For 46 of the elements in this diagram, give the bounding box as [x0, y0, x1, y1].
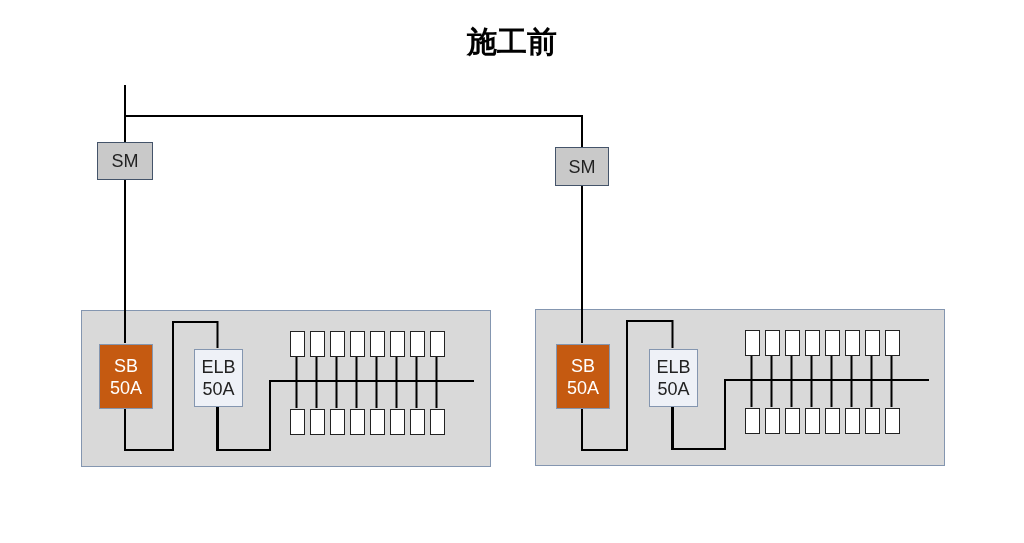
- meter-box: SM: [97, 142, 153, 180]
- circuit-breaker-box: [410, 409, 425, 435]
- circuit-breaker-box: [745, 408, 760, 434]
- breaker-box: SB 50A: [556, 344, 610, 409]
- circuit-breaker-box: [865, 408, 880, 434]
- circuit-breaker-box: [330, 331, 345, 357]
- circuit-breaker-box: [825, 330, 840, 356]
- circuit-breaker-box: [805, 330, 820, 356]
- distribution-panel: [535, 309, 945, 466]
- circuit-breaker-box: [310, 409, 325, 435]
- circuit-breaker-box: [765, 408, 780, 434]
- wire: [124, 84, 583, 148]
- breaker-box: SB 50A: [99, 344, 153, 409]
- circuit-breaker-box: [430, 409, 445, 435]
- circuit-breaker-box: [885, 408, 900, 434]
- meter-box: SM: [555, 147, 609, 186]
- circuit-breaker-box: [290, 409, 305, 435]
- breaker-box: ELB 50A: [649, 349, 698, 407]
- wire: [124, 321, 219, 451]
- circuit-breaker-box: [765, 330, 780, 356]
- wire: [124, 179, 126, 344]
- circuit-breaker-box: [290, 331, 305, 357]
- circuit-breaker-box: [805, 408, 820, 434]
- wire: [581, 320, 674, 451]
- circuit-breaker-box: [745, 330, 760, 356]
- circuit-breaker-box: [310, 331, 325, 357]
- circuit-breaker-box: [390, 331, 405, 357]
- wire: [581, 185, 583, 344]
- circuit-breaker-box: [350, 409, 365, 435]
- breaker-box: ELB 50A: [194, 349, 243, 407]
- circuit-breaker-box: [410, 331, 425, 357]
- circuit-breaker-box: [350, 331, 365, 357]
- circuit-breaker-box: [825, 408, 840, 434]
- circuit-breaker-box: [370, 331, 385, 357]
- circuit-breaker-box: [390, 409, 405, 435]
- circuit-breaker-box: [865, 330, 880, 356]
- circuit-breaker-box: [785, 408, 800, 434]
- circuit-breaker-box: [885, 330, 900, 356]
- circuit-breaker-box: [845, 330, 860, 356]
- distribution-panel: [81, 310, 491, 467]
- diagram-title: 施工前: [467, 23, 557, 61]
- circuit-breaker-box: [370, 409, 385, 435]
- circuit-breaker-box: [430, 331, 445, 357]
- circuit-breaker-box: [785, 330, 800, 356]
- circuit-breaker-box: [845, 408, 860, 434]
- circuit-breaker-box: [330, 409, 345, 435]
